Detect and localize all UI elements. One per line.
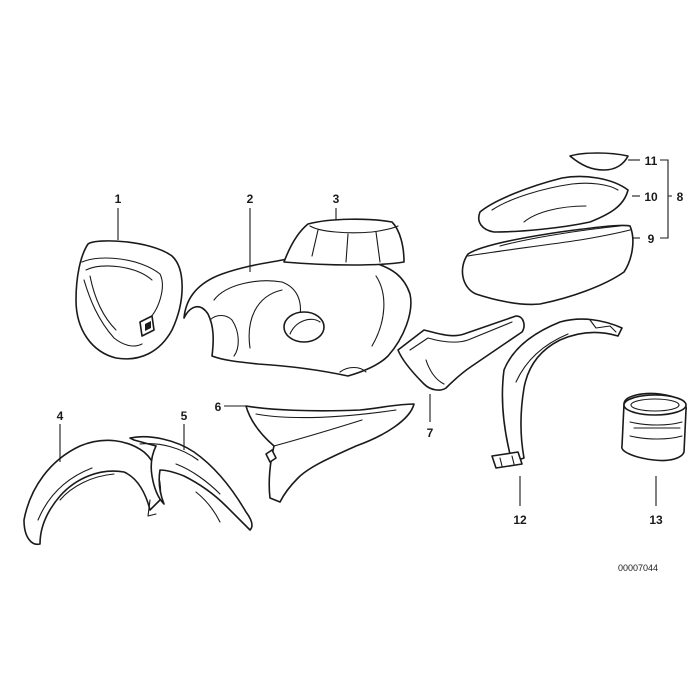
- diagram-id: 00007044: [618, 563, 658, 573]
- part-2-body-panel[interactable]: [183, 255, 412, 377]
- callout-13: 13: [649, 513, 663, 527]
- part-9-tail-base[interactable]: [461, 224, 634, 306]
- part-7-side-cover[interactable]: [397, 315, 525, 391]
- callout-7: 7: [427, 426, 434, 440]
- part-6-side-panel[interactable]: [245, 403, 415, 503]
- callout-10: 10: [644, 190, 658, 204]
- part-10-tail-cover[interactable]: [478, 175, 629, 233]
- callout-5: 5: [181, 409, 188, 423]
- callout-3: 3: [333, 192, 340, 206]
- part-1-headlight-cowl[interactable]: [75, 240, 183, 360]
- part-12-rear-mudguard[interactable]: [491, 318, 623, 469]
- callout-4: 4: [57, 409, 64, 423]
- leader-lines: [59, 159, 672, 506]
- part-4-front-mudguard[interactable]: [23, 439, 162, 546]
- callout-2: 2: [247, 192, 254, 206]
- part-13-trim-ring[interactable]: [621, 392, 687, 462]
- part-11-tail-trim[interactable]: [569, 152, 629, 171]
- callout-9: 9: [648, 232, 655, 246]
- part-3-seat-shell[interactable]: [283, 218, 405, 266]
- callout-11: 11: [645, 154, 658, 168]
- callout-8: 8: [677, 190, 684, 204]
- bracket-8: [660, 159, 672, 239]
- callout-1: 1: [115, 192, 122, 206]
- part-5-front-fender-inner[interactable]: [129, 435, 253, 531]
- callout-labels: 1 2 3 4 5 6 7 8 9 10 11 12 13: [57, 154, 684, 527]
- callout-12: 12: [513, 513, 527, 527]
- callout-6: 6: [215, 400, 222, 414]
